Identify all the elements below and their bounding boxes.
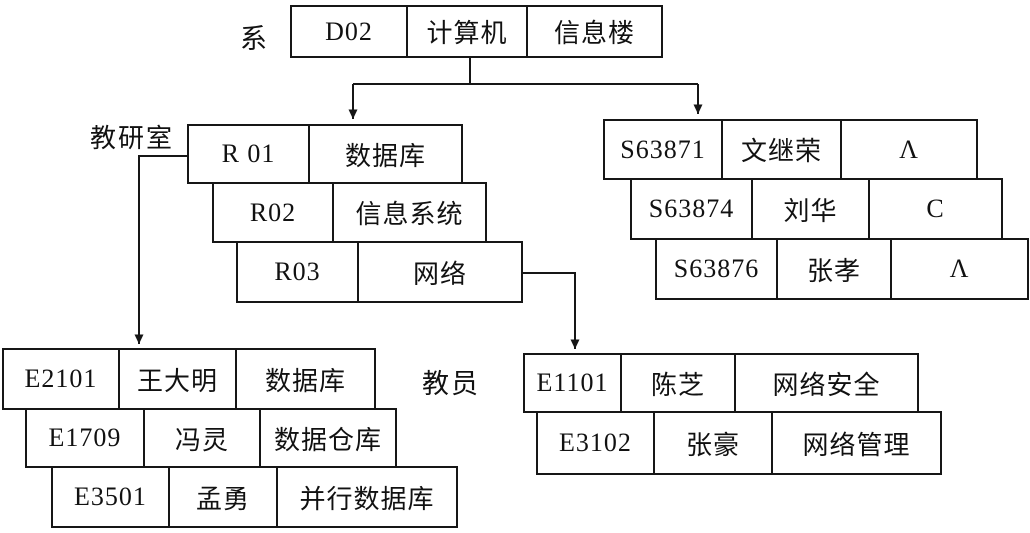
record-r01-id: R 01	[189, 126, 310, 182]
record-s63871-grade: Λ	[899, 134, 919, 164]
record-d02-name: 计算机	[408, 7, 528, 56]
record-r01-name: 数据库	[344, 141, 426, 171]
record-s63876-name: 张孝	[778, 240, 892, 298]
record-s63874-id: S63874	[632, 180, 753, 238]
record-e3501-id: E3501	[53, 468, 170, 526]
record-r03: R03 网络	[236, 241, 523, 303]
record-r01: R 01 数据库	[187, 124, 463, 184]
record-d02-location: 信息楼	[553, 19, 635, 48]
record-r02-id: R02	[214, 184, 334, 241]
record-s63876-grade: Λ	[949, 254, 970, 283]
record-r03-id: R03	[238, 243, 359, 301]
connector-network-to-teachers-net-arrow	[523, 272, 580, 349]
record-s63876: S63876 张孝 Λ	[655, 238, 1029, 300]
record-e1101: E1101 陈芝 网络安全	[523, 353, 919, 413]
label-teacher-level: 教员	[422, 369, 480, 399]
record-e3102-id: E3102	[538, 413, 655, 473]
record-s63874-grade: C	[926, 194, 945, 223]
record-e3501: E3501 孟勇 并行数据库	[51, 466, 458, 528]
label-department-level: 系	[240, 24, 269, 54]
record-e1101-id: E1101	[525, 355, 622, 411]
record-d02-id: D02	[292, 7, 408, 56]
record-e3501-course: 并行数据库	[299, 484, 435, 514]
record-e1101-course: 网络安全	[772, 370, 881, 400]
connector-offices-to-teachers-db-arrow	[134, 155, 187, 344]
record-e2101-id: E2101	[4, 350, 120, 408]
record-e2101: E2101 王大明 数据库	[2, 348, 376, 410]
record-r03-name: 网络	[412, 259, 467, 289]
record-s63874-name: 刘华	[753, 180, 870, 238]
record-e1709-id: E1709	[27, 410, 145, 466]
record-s63876-id: S63876	[657, 240, 778, 298]
record-s63871-name: 文继荣	[723, 121, 842, 178]
record-e1709-course: 数据仓库	[273, 425, 382, 455]
label-research-office-level: 教研室	[90, 124, 175, 153]
record-e3102-name: 张豪	[655, 413, 773, 473]
record-s63871: S63871 文继荣 Λ	[603, 119, 978, 180]
record-e3102-course: 网络管理	[802, 430, 911, 460]
record-s63871-id: S63871	[605, 121, 723, 178]
record-e1709: E1709 冯灵 数据仓库	[25, 408, 397, 468]
record-r02: R02 信息系统	[212, 182, 487, 243]
record-e3501-name: 孟勇	[170, 468, 278, 526]
record-s63874: S63874 刘华 C	[630, 178, 1003, 240]
record-r02-name: 信息系统	[355, 200, 464, 229]
record-e1709-name: 冯灵	[145, 410, 261, 466]
record-e2101-course: 数据库	[264, 366, 346, 396]
record-e2101-name: 王大明	[120, 350, 237, 408]
record-d02: D02 计算机 信息楼	[290, 5, 663, 58]
record-e1101-name: 陈芝	[622, 355, 736, 411]
record-e3102: E3102 张豪 网络管理	[536, 411, 942, 475]
